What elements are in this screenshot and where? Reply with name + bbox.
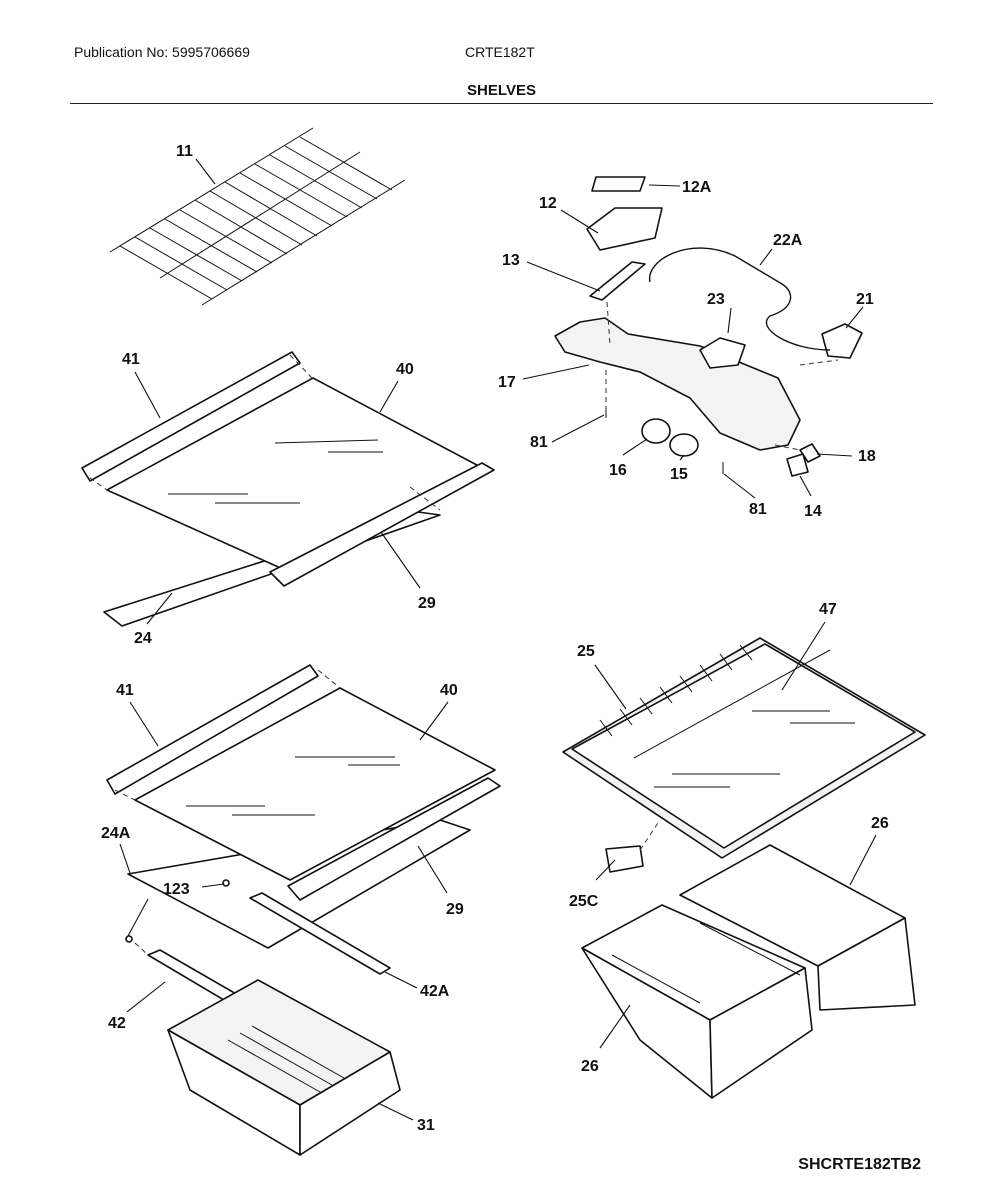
callout-14: 14 [804,503,822,520]
diagram-code: SHCRTE182TB2 [798,1156,921,1173]
glass-shelf-assembly-upper [81,351,495,627]
leader-lines [119,158,877,1121]
callout-41-upper: 41 [122,351,140,368]
callout-25C: 25C [569,893,599,910]
callout-11: 11 [176,143,193,160]
callout-12: 12 [539,195,557,212]
model-number: CRTE182T [465,44,535,60]
callout-21: 21 [856,291,874,308]
callout-23: 23 [707,291,725,308]
wire-shelf [109,127,406,306]
callout-24: 24 [134,630,152,647]
crisper-pans [581,844,916,1099]
callout-40-upper: 40 [396,361,414,378]
callout-40-lower: 40 [440,682,458,699]
callout-29-lower: 29 [446,901,464,918]
callout-123: 123 [163,881,190,898]
callout-labels: 11 12A 12 22A 13 23 21 41 40 17 81 16 15… [101,143,889,1134]
callout-13: 13 [502,252,520,269]
callout-17: 17 [498,374,516,391]
callout-31: 31 [417,1117,435,1134]
header-rule [70,103,933,104]
section-title: SHELVES [467,82,536,99]
callout-42: 42 [108,1015,126,1032]
callout-81-right: 81 [749,501,767,518]
callout-26-lower: 26 [581,1058,599,1075]
callout-18: 18 [858,448,876,465]
crisper-drawer-left [167,979,401,1156]
callout-41-lower: 41 [116,682,134,699]
callout-16: 16 [609,462,627,479]
callout-47: 47 [819,601,837,618]
callout-22A: 22A [773,232,803,249]
callout-24A: 24A [101,825,131,842]
callout-42A: 42A [420,983,450,1000]
publication-number: Publication No: 5995706669 [74,44,250,60]
callout-26-upper: 26 [871,815,889,832]
callout-15: 15 [670,466,688,483]
crisper-cover [562,637,926,873]
callout-25: 25 [577,643,595,660]
light-control-housing [554,176,863,477]
callout-81-left: 81 [530,434,548,451]
callout-12A: 12A [682,179,712,196]
callout-29-upper: 29 [418,595,436,612]
glass-shelf-assembly-lower [106,664,501,975]
